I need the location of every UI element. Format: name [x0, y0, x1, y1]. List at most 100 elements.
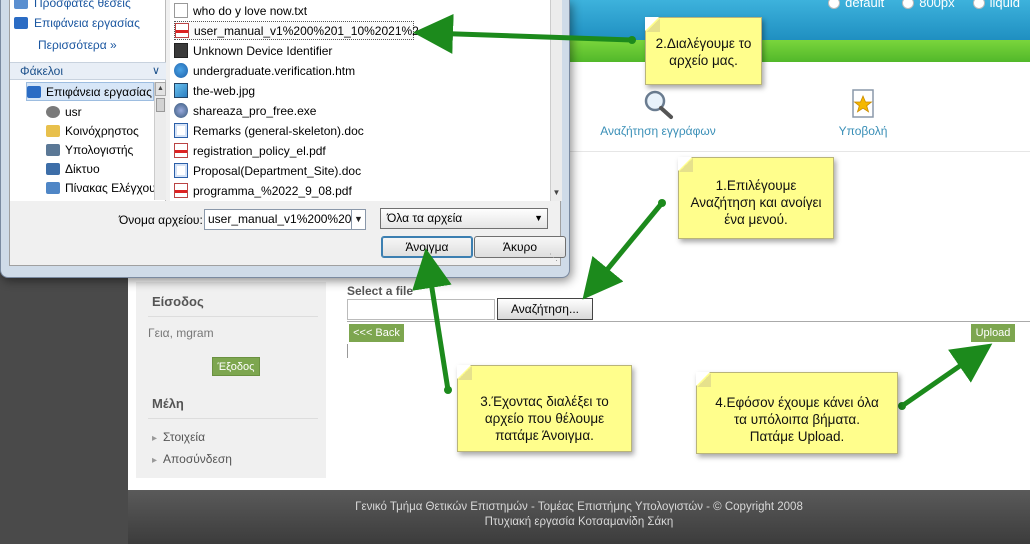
tree-item-computer[interactable]: Υπολογιστής: [46, 140, 133, 159]
place-recent[interactable]: Πρόσφατες θέσεις: [14, 0, 131, 12]
file-name: user_manual_v1%200%201_10%2021%2...: [194, 23, 429, 38]
word-document-icon: [174, 163, 188, 178]
more-places-link[interactable]: Περισσότερα »: [38, 38, 117, 52]
sidebar-link-disconnect[interactable]: Αποσύνδεση: [152, 452, 232, 466]
place-desktop[interactable]: Επιφάνεια εργασίας: [14, 14, 140, 32]
tree-item-usr[interactable]: usr: [46, 102, 82, 121]
chevron-down-icon[interactable]: ▼: [534, 213, 543, 223]
double-chevron-icon: »: [110, 38, 117, 52]
upload-form: Select a file Αναζήτηση... <<< Back Uplo…: [347, 282, 1030, 402]
sidebar: Είσοδος Γεια, mgram Έξοδος Μέλη Στοιχεία…: [136, 282, 326, 478]
sidebar-link-details[interactable]: Στοιχεία: [152, 430, 205, 444]
theme-default[interactable]: default: [828, 0, 884, 10]
folder-tree: Επιφάνεια εργασίας usr Κοινόχρηστος Υπολ…: [10, 82, 154, 200]
search-documents-link[interactable]: Αναζήτηση εγγράφων: [588, 88, 728, 138]
file-name: programma_%2022_9_08.pdf: [193, 183, 352, 198]
radio-icon[interactable]: [828, 0, 841, 9]
dialog-body: Πρόσφατες θέσεις Επιφάνεια εργασίας Περι…: [9, 0, 566, 266]
file-type-select[interactable]: Όλα τα αρχεία ▼: [380, 208, 548, 229]
theme-800px[interactable]: 800px: [902, 0, 955, 10]
pdf-file-icon: [174, 143, 188, 158]
file-row[interactable]: Remarks (general-skeleton).doc: [174, 121, 414, 140]
divider: [347, 344, 348, 358]
network-icon: [46, 162, 60, 175]
back-button[interactable]: <<< Back: [349, 324, 404, 342]
computer-icon: [46, 143, 60, 156]
footer-thesis-credit: Πτυχιακή εργασία Κοτσαμανίδη Σάκη: [484, 516, 674, 528]
note-step-4: 4.Εφόσον έχουμε κάνει όλα τα υπόλοιπα βή…: [696, 372, 898, 454]
file-name: registration_policy_el.pdf: [193, 143, 326, 158]
file-row[interactable]: who do y love now.txt: [174, 1, 414, 20]
submit-link[interactable]: Υποβολή: [818, 88, 908, 138]
divider: [148, 316, 318, 317]
file-name: undergraduate.verification.htm: [193, 63, 356, 78]
file-row[interactable]: the-web.jpg: [174, 81, 414, 100]
file-name: Remarks (general-skeleton).doc: [193, 123, 364, 138]
file-name: who do y love now.txt: [193, 3, 308, 18]
magnifier-icon: [644, 90, 673, 119]
file-path-input[interactable]: [347, 299, 495, 320]
tree-item-desktop[interactable]: Επιφάνεια εργασίας: [26, 82, 154, 101]
file-row[interactable]: Proposal(Department_Site).doc: [174, 161, 414, 180]
scroll-up-icon[interactable]: ▲: [155, 82, 166, 96]
page-footer: Γενικό Τμήμα Θετικών Επιστημών - Τομέας …: [128, 490, 1030, 544]
word-document-icon: [174, 123, 188, 138]
greeting-text: Γεια, mgram: [148, 326, 214, 340]
places-pane: Πρόσφατες θέσεις Επιφάνεια εργασίας Περι…: [10, 0, 166, 201]
web-page-icon: [174, 63, 188, 78]
cancel-button[interactable]: Άκυρο: [474, 236, 566, 258]
tree-item-network[interactable]: Δίκτυο: [46, 159, 100, 178]
upload-button[interactable]: Upload: [971, 324, 1015, 342]
image-file-icon: [174, 83, 188, 98]
note-step-3: 3.Έχοντας διαλέξει το αρχείο που θέλουμε…: [457, 365, 632, 452]
control-panel-icon: [46, 181, 60, 194]
resize-grip-icon[interactable]: ⋱: [549, 252, 558, 262]
pdf-file-icon: [174, 183, 188, 198]
file-name: shareaza_pro_free.exe: [193, 103, 317, 118]
recent-places-icon: [14, 0, 28, 9]
tree-item-shared[interactable]: Κοινόχρηστος: [46, 121, 139, 140]
scrollbar-thumb[interactable]: [156, 98, 165, 112]
file-name: the-web.jpg: [193, 83, 256, 98]
file-row[interactable]: Unknown Device Identifier: [174, 41, 414, 60]
folder-tree-scrollbar[interactable]: ▲: [154, 82, 166, 200]
open-button[interactable]: Άνοιγμα: [381, 236, 473, 258]
file-row[interactable]: registration_policy_el.pdf: [174, 141, 414, 160]
desktop-icon: [27, 85, 41, 98]
folder-icon: [46, 124, 60, 137]
filename-input[interactable]: user_manual_v1%200%201_1: [204, 209, 352, 230]
program-icon: [174, 43, 188, 58]
note-step-1: 1.Επιλέγουμε Αναζήτηση και ανοίγει ένα μ…: [678, 157, 834, 239]
chevron-down-icon[interactable]: ∨: [151, 65, 160, 77]
divider: [148, 418, 318, 419]
filename-label: Όνομα αρχείου:: [119, 213, 203, 227]
file-name: Proposal(Department_Site).doc: [193, 163, 362, 178]
tool-links: Αναζήτηση εγγράφων Υποβολή: [128, 62, 1030, 152]
select-file-label: Select a file: [347, 284, 414, 298]
scroll-down-icon[interactable]: ▼: [552, 188, 561, 197]
file-list: who do y love now.txt user_manual_v1%200%…: [170, 0, 550, 201]
file-open-dialog: Πρόσφατες θέσεις Επιφάνεια εργασίας Περι…: [0, 0, 570, 278]
file-name: Unknown Device Identifier: [193, 43, 333, 58]
note-step-2: 2.Διαλέγουμε το αρχείο μας.: [645, 17, 762, 85]
login-header: Είσοδος: [152, 294, 204, 309]
pdf-file-icon: [175, 23, 189, 38]
theme-switcher: default 800px liquid: [828, 0, 1020, 10]
star-document-icon: [852, 89, 874, 118]
radio-icon[interactable]: [972, 0, 985, 9]
file-list-scrollbar[interactable]: ▼: [550, 0, 562, 201]
file-row-selected[interactable]: user_manual_v1%200%201_10%2021%2...: [174, 21, 429, 40]
setup-icon: [174, 103, 188, 118]
desktop-icon: [14, 17, 28, 29]
folders-header[interactable]: Φάκελοι ∨: [10, 62, 166, 80]
browse-button[interactable]: Αναζήτηση...: [497, 298, 593, 320]
text-file-icon: [174, 3, 188, 18]
radio-icon[interactable]: [902, 0, 915, 9]
file-row[interactable]: programma_%2022_9_08.pdf: [174, 181, 414, 200]
chevron-down-icon[interactable]: ▼: [352, 209, 366, 230]
tree-item-control-panel[interactable]: Πίνακας Ελέγχου: [46, 178, 154, 197]
file-row[interactable]: undergraduate.verification.htm: [174, 61, 414, 80]
file-row[interactable]: shareaza_pro_free.exe: [174, 101, 414, 120]
logout-button[interactable]: Έξοδος: [212, 357, 260, 376]
theme-liquid[interactable]: liquid: [972, 0, 1020, 10]
